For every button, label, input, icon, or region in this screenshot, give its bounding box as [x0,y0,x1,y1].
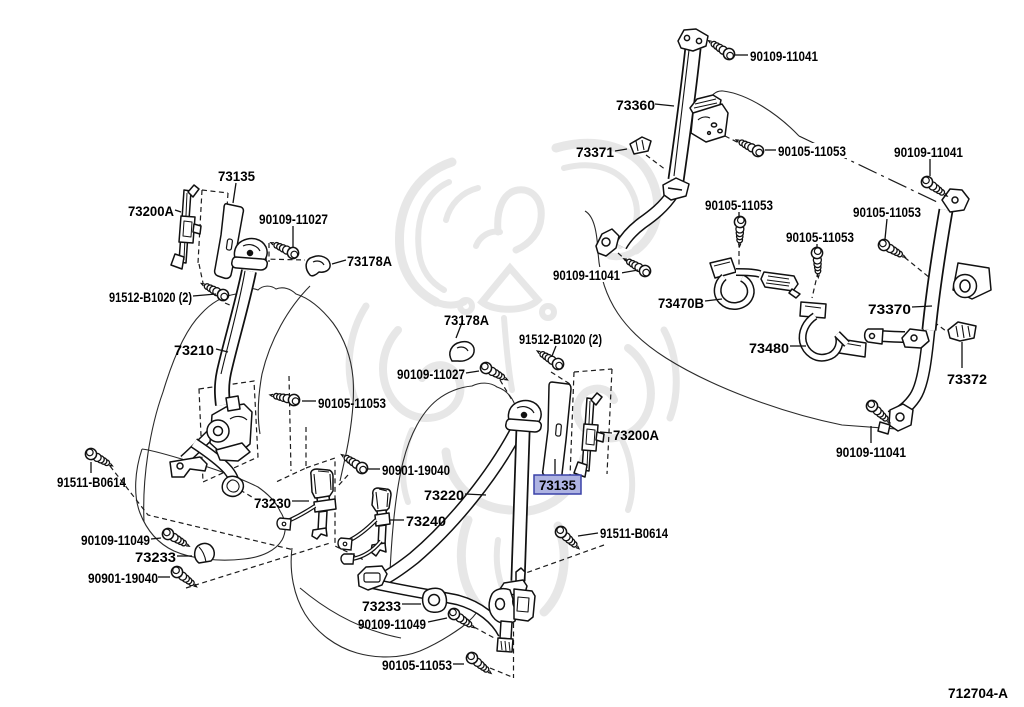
svg-text:90105-11053: 90105-11053 [778,143,846,159]
svg-text:73135: 73135 [218,168,255,184]
svg-text:73240: 73240 [406,513,446,529]
svg-text:90901-19040: 90901-19040 [88,570,158,586]
svg-text:73135: 73135 [539,477,576,493]
svg-text:73233: 73233 [362,598,401,614]
svg-text:73178A: 73178A [444,312,489,328]
svg-text:90109-11049: 90109-11049 [81,532,150,548]
svg-text:90901-19040: 90901-19040 [382,462,450,478]
svg-text:90105-11053: 90105-11053 [853,204,921,220]
svg-text:90109-11041: 90109-11041 [553,267,620,283]
svg-text:73372: 73372 [947,371,987,387]
svg-text:73220: 73220 [424,487,464,503]
svg-text:91511-B0614: 91511-B0614 [600,525,668,541]
svg-text:73210: 73210 [174,342,214,358]
svg-text:73230: 73230 [254,495,291,511]
svg-text:73178A: 73178A [347,253,392,269]
svg-text:91511-B0614: 91511-B0614 [57,474,126,490]
svg-text:90109-11041: 90109-11041 [750,48,818,64]
svg-text:90105-11053: 90105-11053 [705,197,773,213]
svg-text:90109-11041: 90109-11041 [836,444,906,460]
svg-text:73360: 73360 [616,97,655,113]
svg-text:90105-11053: 90105-11053 [318,395,386,411]
svg-text:73200A: 73200A [128,203,174,219]
svg-text:73370: 73370 [868,301,911,317]
svg-text:73480: 73480 [749,340,789,356]
svg-text:90109-11041: 90109-11041 [894,144,963,160]
svg-text:91512-B1020 (2): 91512-B1020 (2) [109,289,192,305]
svg-text:73470B: 73470B [658,295,704,311]
svg-text:73200A: 73200A [613,427,659,443]
svg-text:73233: 73233 [135,549,176,565]
svg-text:712704-A: 712704-A [948,685,1008,701]
svg-text:90109-11027: 90109-11027 [397,366,465,382]
svg-text:90109-11027: 90109-11027 [259,211,328,227]
svg-text:73371: 73371 [576,144,614,160]
svg-text:90109-11049: 90109-11049 [358,616,426,632]
svg-text:91512-B1020 (2): 91512-B1020 (2) [519,331,602,347]
svg-text:90105-11053: 90105-11053 [382,657,452,673]
svg-text:90105-11053: 90105-11053 [786,229,854,245]
